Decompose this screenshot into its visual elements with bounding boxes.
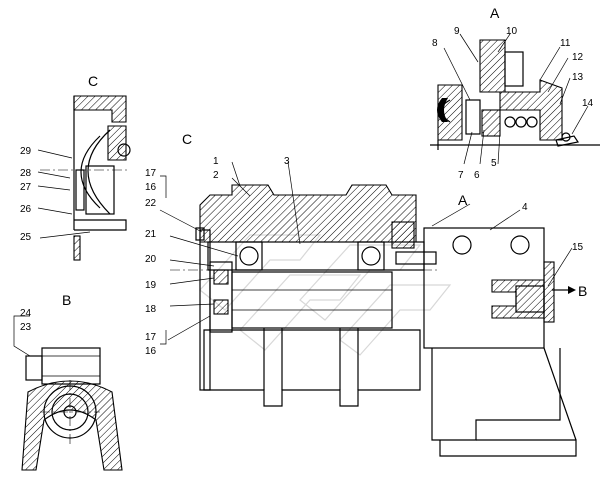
part-number: 16: [145, 182, 157, 193]
part-number: 22: [145, 198, 157, 209]
main-view: [159, 161, 577, 457]
part-number: 13: [572, 72, 584, 83]
part-number: 23: [20, 322, 32, 333]
part-number: 4: [522, 202, 528, 213]
part-number: 12: [572, 52, 584, 63]
part-number: 29: [20, 146, 32, 157]
view-label-b-detail: B: [62, 292, 71, 308]
part-number: 16: [145, 346, 157, 357]
part-number: 19: [145, 280, 157, 291]
detail-b: [13, 315, 123, 471]
part-number: 10: [506, 26, 518, 37]
watermark-logo: [199, 234, 452, 356]
part-number: 21: [145, 229, 157, 240]
part-number: 18: [145, 304, 157, 315]
part-number: 27: [20, 182, 32, 193]
part-number: 17: [145, 332, 157, 343]
part-number: 2: [213, 170, 219, 181]
detail-a: [430, 33, 600, 165]
part-number: 28: [20, 168, 32, 179]
part-number: 24: [20, 308, 32, 319]
part-number: 11: [560, 38, 571, 49]
part-number: 25: [20, 232, 32, 243]
part-number: 15: [572, 242, 584, 253]
part-number: 3: [284, 156, 290, 167]
view-label-a-main: A: [458, 192, 468, 208]
part-number: 6: [474, 170, 480, 181]
part-number: 20: [145, 254, 157, 265]
part-number: 7: [458, 170, 464, 181]
view-label-c-detail: C: [88, 73, 98, 89]
part-number: 17: [145, 168, 157, 179]
part-number: 1: [213, 156, 219, 167]
detail-c: [37, 95, 131, 261]
view-label-b-arrow: B: [578, 283, 587, 299]
part-number: 8: [432, 38, 438, 49]
part-number: 26: [20, 204, 32, 215]
part-number: 5: [491, 158, 497, 169]
view-label-a-detail: A: [490, 5, 500, 21]
part-number: 9: [454, 26, 460, 37]
view-label-c-main: C: [182, 131, 192, 147]
part-number: 14: [582, 98, 594, 109]
